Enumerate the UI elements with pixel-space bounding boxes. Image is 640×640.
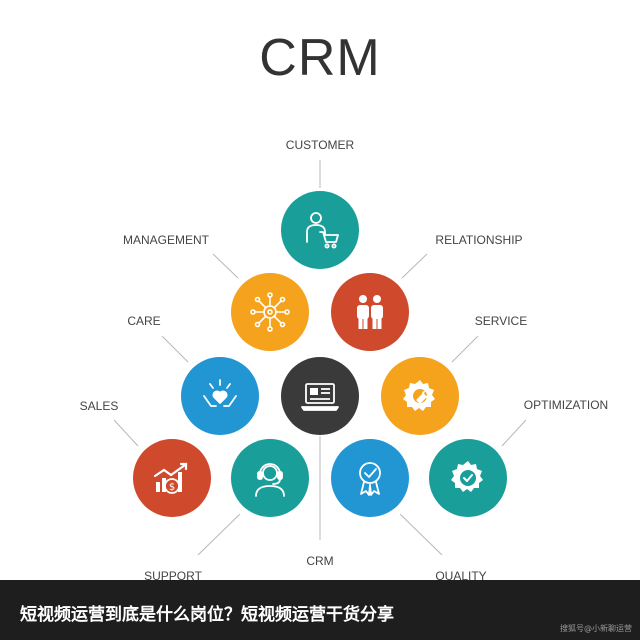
quality-circle: [331, 439, 409, 517]
label-sales: SALES: [79, 399, 119, 413]
connector-sales: [113, 419, 139, 447]
label-support: SUPPORT: [144, 569, 202, 583]
connector-management: [212, 253, 239, 279]
connector-relationship: [401, 253, 428, 279]
crm-circle: [281, 357, 359, 435]
caption-bar: 短视频运营到底是什么岗位？短视频运营干货分享 搜狐号@小新聊运营: [0, 580, 640, 640]
label-quality: QUALITY: [435, 569, 487, 583]
connector-optimization: [501, 419, 527, 447]
connector-care: [161, 335, 189, 363]
label-optimization: OPTIMIZATION: [523, 398, 609, 412]
label-customer: CUSTOMER: [285, 138, 355, 152]
heart-hands-icon: [203, 379, 237, 407]
label-relationship: RELATIONSHIP: [435, 233, 523, 247]
connector-quality: [399, 513, 443, 556]
watermark: 搜狐号@小新聊运营: [560, 624, 632, 633]
badge-check-icon: [359, 462, 381, 496]
sales-chart-icon: $: [153, 462, 188, 494]
service-circle: [381, 357, 459, 435]
network-gear-icon: [250, 292, 290, 332]
support-circle: [231, 439, 309, 517]
label-care: CARE: [127, 314, 161, 328]
label-crm: CRM: [306, 554, 334, 568]
sales-circle: $: [133, 439, 211, 517]
care-circle: [181, 357, 259, 435]
connector-support: [197, 513, 241, 556]
gear-check-icon: [451, 461, 483, 492]
page-title: CRM: [259, 29, 381, 87]
relationship-circle: [331, 273, 409, 351]
laptop-icon: [301, 383, 339, 411]
management-circle: [231, 273, 309, 351]
svg-text:$: $: [169, 482, 175, 493]
two-people-icon: [357, 295, 383, 329]
customer-cart-icon: [306, 212, 339, 249]
optimization-circle: [429, 439, 507, 517]
headset-agent-icon: [255, 463, 285, 497]
connector-service: [451, 335, 479, 363]
label-management: MANAGEMENT: [122, 233, 210, 247]
label-service: SERVICE: [474, 314, 528, 328]
caption-text: 短视频运营到底是什么岗位？短视频运营干货分享: [20, 605, 394, 625]
customer-circle: [281, 191, 359, 269]
gear-wrench-icon: [403, 380, 435, 411]
